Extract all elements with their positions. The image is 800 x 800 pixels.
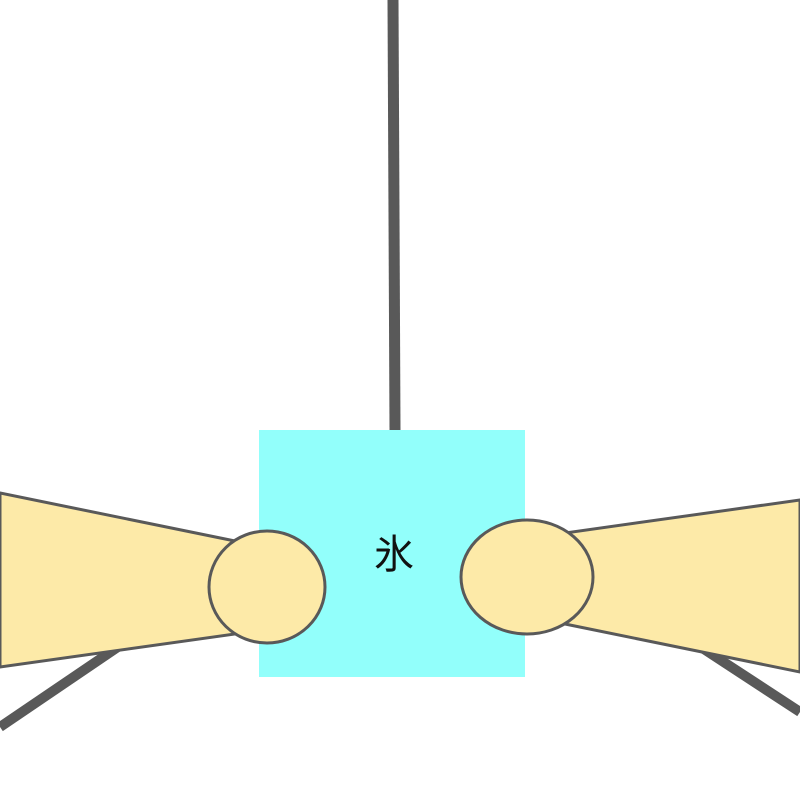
top-support-line <box>387 0 401 431</box>
left-cone <box>0 491 237 669</box>
left-ellipse <box>207 529 327 645</box>
right-cone <box>563 498 800 674</box>
right-ellipse <box>459 518 595 636</box>
box-label: 氷 <box>374 532 414 578</box>
